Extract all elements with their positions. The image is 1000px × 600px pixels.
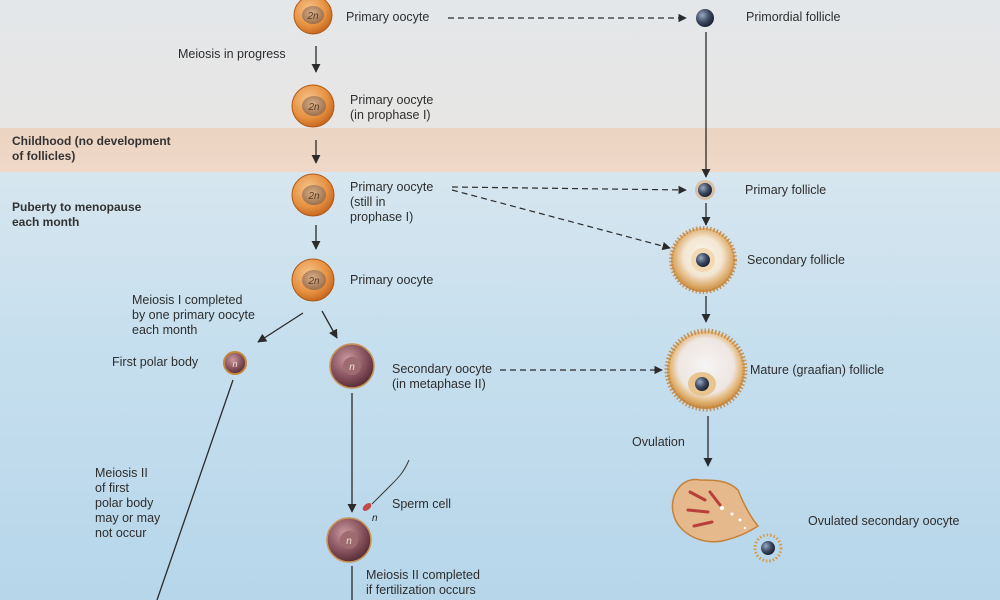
ovulated-follicle-cell [671,478,783,563]
ploidy-label: 2n [307,191,320,202]
ploidy-label: 2n [306,11,319,22]
ploidy-label: n [232,359,237,369]
primary-oocyte-4-label: Primary oocyte [350,273,434,287]
arrow [257,312,304,343]
sperm-ploidy-label: n [372,513,378,524]
primary-oocyte-3-cell: 2n [291,173,335,217]
first-polar-body-label: First polar body [112,355,199,369]
primary-follicle-cell [695,180,715,200]
band-childhood [0,128,1000,172]
secondary-oocyte-cell: n [329,343,375,389]
primary-follicle-label: Primary follicle [745,183,827,197]
mature-follicle-label: Mature (graafian) follicle [750,363,885,377]
arrow [321,310,338,339]
primary-oocyte-1-cell: 2n [293,0,333,35]
primordial-follicle-label: Primordial follicle [746,10,841,24]
primary-oocyte-4-cell: 2n [291,258,335,302]
ploidy-label: 2n [307,102,320,113]
meiosis-in-progress-label: Meiosis in progress [178,47,286,61]
ploidy-label: n [346,536,352,547]
band-prenatal [0,0,1000,128]
meiosis-ii-first-polar-label: Meiosis II of first polar body may or ma… [95,466,161,540]
dashed-arrow [451,185,687,195]
sperm-cell-label: Sperm cell [392,497,452,511]
sperm-tail [371,459,410,505]
primordial-follicle-cell [696,9,714,27]
primary-oocyte-1-label: Primary oocyte [346,10,430,24]
secondary-follicle-cell [669,226,737,294]
meiosis-ii-completed-label: Meiosis II completed if fertilization oc… [366,568,480,597]
primary-oocyte-2-cell: 2n [291,84,335,128]
secondary-follicle-label: Secondary follicle [747,253,845,267]
band-puberty [0,172,1000,600]
band-childhood-label: Childhood (no development of follicles) [12,134,171,163]
primary-oocyte-3-label: Primary oocyte (still in prophase I) [350,180,434,224]
primary-oocyte-2-label: Primary oocyte (in prophase I) [350,93,434,122]
ploidy-label: 2n [307,276,320,287]
band-puberty-label: Puberty to menopause each month [12,200,142,229]
mature-follicle-cell [664,328,748,412]
fertilized-oocyte-cell: n [326,517,372,563]
ovulated-secondary-oocyte-label: Ovulated secondary oocyte [808,514,960,528]
first-polar-body-cell: n [223,351,247,375]
ovulation-label: Ovulation [632,435,685,449]
ploidy-label: n [349,362,355,373]
meiosis-i-completed-label: Meiosis I completed by one primary oocyt… [132,293,255,337]
secondary-oocyte-label: Secondary oocyte (in metaphase II) [392,362,493,391]
arrow [156,379,234,600]
sperm-head [362,503,372,511]
dashed-arrow [451,189,671,251]
